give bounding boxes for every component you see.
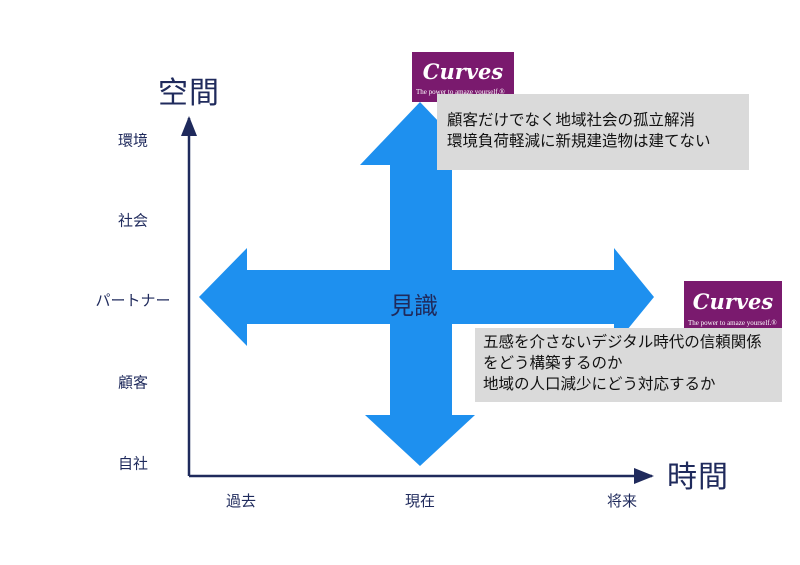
logo-brand-text: Curves xyxy=(692,289,774,314)
note-bottom: 五感を介さないデジタル時代の信頼関係 をどう構築するのか 地域の人口減少にどう対… xyxy=(475,328,782,402)
logo-tagline: The power to amaze yourself.® xyxy=(688,319,777,327)
note-top-line-2: 環境負荷軽減に新規建造物は建てない xyxy=(447,132,711,150)
note-bottom-line-1: 五感を介さないデジタル時代の信頼関係 xyxy=(483,333,762,351)
four-way-arrow xyxy=(199,102,654,466)
x-axis-title: 時間 xyxy=(667,460,729,495)
y-label-own-company: 自社 xyxy=(117,454,149,473)
curves-logo-top: Curves The power to amaze yourself.® xyxy=(412,52,514,102)
y-label-environment: 環境 xyxy=(117,131,149,150)
note-top-line-1: 顧客だけでなく地域社会の孤立解消 xyxy=(447,111,696,129)
center-label: 見識 xyxy=(390,292,438,320)
logo-brand-text: Curves xyxy=(422,59,504,84)
x-label-present: 現在 xyxy=(404,492,436,510)
note-top: 顧客だけでなく地域社会の孤立解消 環境負荷軽減に新規建造物は建てない xyxy=(437,94,749,170)
logo-tagline: The power to amaze yourself.® xyxy=(416,88,505,96)
curves-logo-bottom: Curves The power to amaze yourself.® xyxy=(684,281,782,333)
note-bottom-line-3: 地域の人口減少にどう対応するか xyxy=(483,375,716,393)
x-label-past: 過去 xyxy=(225,492,257,510)
note-bottom-line-2: をどう構築するのか xyxy=(483,354,623,372)
y-axis-title: 空間 xyxy=(158,76,220,111)
x-label-future: 将来 xyxy=(606,492,638,510)
y-label-partner: パートナー xyxy=(95,291,171,310)
y-label-customer: 顧客 xyxy=(117,373,149,392)
y-label-society: 社会 xyxy=(117,211,149,230)
